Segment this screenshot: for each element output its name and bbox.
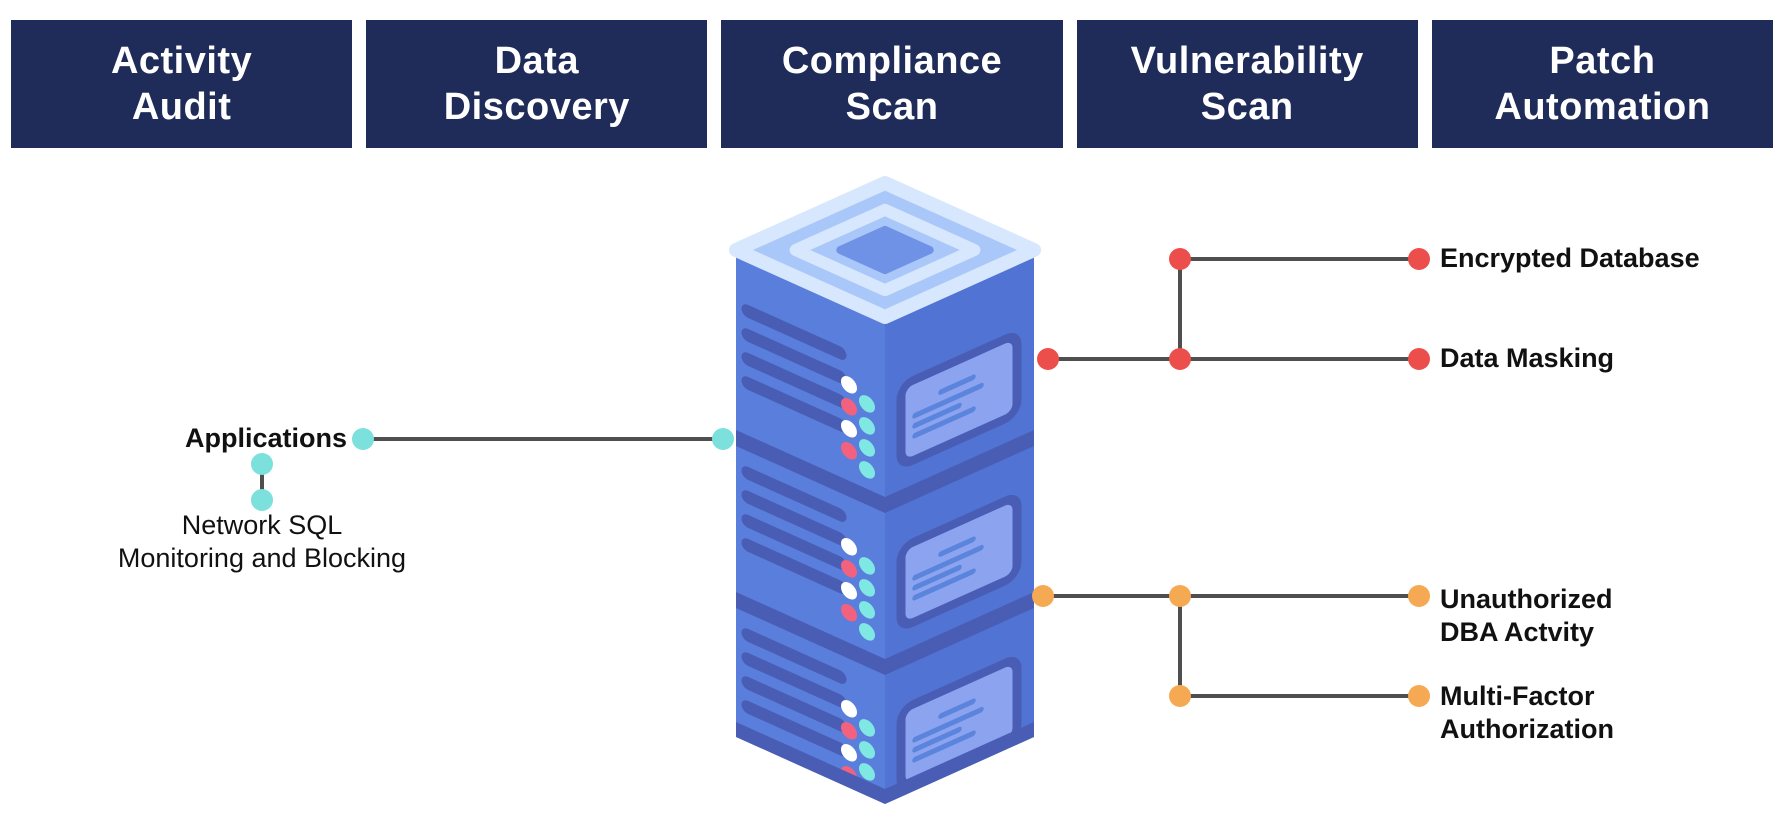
stage-label: Data	[494, 40, 579, 82]
red-connector-line	[1178, 259, 1182, 359]
label-line: Multi-Factor	[1440, 681, 1595, 711]
unauthorized-dba-activity-label: Unauthorized DBA Actvity	[1440, 583, 1613, 649]
stage-box-data-discovery: Data Discovery	[366, 20, 708, 148]
stage-box-vulnerability-scan: Vulnerability Scan	[1076, 20, 1418, 148]
orange-node-dot	[1032, 585, 1054, 607]
stage-box-compliance-scan: Compliance Scan	[721, 20, 1063, 148]
status-dots	[841, 376, 857, 784]
orange-connector-line	[1043, 594, 1180, 598]
applications-label: Applications	[184, 423, 347, 453]
orange-node-dot	[1169, 585, 1191, 607]
red-connector-line	[1180, 257, 1419, 261]
encrypted-database-label: Encrypted Database	[1440, 243, 1700, 273]
stage-label: Compliance	[781, 40, 1003, 82]
red-node-dot	[1408, 248, 1430, 270]
stage-label: Audit	[131, 86, 232, 128]
orange-node-dot	[1169, 685, 1191, 707]
orange-node-dot	[1408, 685, 1430, 707]
stage-label: Automation	[1494, 86, 1711, 128]
stage-label: Discovery	[443, 86, 630, 128]
stage-label: Scan	[1200, 86, 1294, 128]
orange-connector-line	[1180, 594, 1419, 598]
red-node-dot	[1408, 348, 1430, 370]
teal-node-dot	[251, 489, 273, 511]
teal-connector-line	[260, 464, 264, 500]
stage-box-activity-audit: Activity Audit	[11, 20, 353, 148]
stage-box-patch-automation: Patch Automation	[1431, 20, 1774, 148]
red-node-dot	[1169, 248, 1191, 270]
label-line: Unauthorized	[1440, 584, 1613, 614]
teal-node-dot	[352, 428, 374, 450]
label-line: Authorization	[1440, 714, 1614, 744]
red-node-dot	[1169, 348, 1191, 370]
label-line: DBA Actvity	[1440, 617, 1595, 647]
teal-node-dot	[712, 428, 734, 450]
red-connector-line	[1048, 357, 1180, 361]
stage-label: Activity	[110, 40, 253, 82]
orange-connector-line	[1180, 694, 1419, 698]
teal-connector-line	[363, 437, 723, 441]
multi-factor-authorization-label: Multi-Factor Authorization	[1440, 680, 1614, 746]
label-line: Network SQL	[181, 510, 343, 540]
red-node-dot	[1037, 348, 1059, 370]
orange-connector-line	[1178, 596, 1182, 696]
data-masking-label: Data Masking	[1440, 343, 1615, 373]
orange-node-dot	[1408, 585, 1430, 607]
network-sql-monitoring-label: Network SQL Monitoring and Blocking	[62, 509, 462, 575]
stage-header-row: Activity Audit Data Discovery Compliance…	[11, 20, 1774, 148]
label-line: Monitoring and Blocking	[117, 543, 407, 573]
stage-label: Vulnerability	[1130, 40, 1364, 82]
teal-node-dot	[251, 453, 273, 475]
stage-label: Scan	[845, 86, 939, 128]
stage-label: Patch	[1549, 40, 1656, 82]
red-connector-line	[1180, 357, 1419, 361]
status-dots	[859, 395, 875, 803]
server-top-face	[729, 176, 1041, 324]
